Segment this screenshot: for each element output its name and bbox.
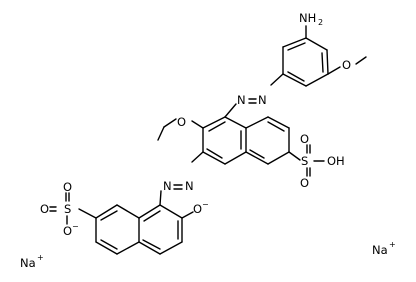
atom-sulfonate-s: S [64, 202, 71, 216]
counterion-sodium-right: Na [372, 243, 388, 257]
atom-azo-upper-n2: N [237, 93, 246, 107]
counterion-sodium-left-charge: + [37, 253, 44, 262]
counterion-sodium-right-charge: + [389, 240, 396, 249]
atom-labels: NH 2 O N N O S O O OH N N O − S O O O − … [20, 11, 396, 270]
atom-amine-n: NH [299, 11, 316, 25]
atom-azo-lower-n1: N [185, 179, 194, 193]
atom-sulfonic-o-bottom: O [300, 176, 309, 190]
atom-phenoxide-o: O [193, 202, 202, 216]
atom-phenoxide-charge: − [202, 200, 209, 209]
atom-sulfonic-s: S [301, 154, 308, 168]
atom-sulfonate-o-top: O [63, 180, 72, 194]
counterion-sodium-left: Na [20, 256, 36, 270]
atom-sulfonic-o-top: O [300, 132, 309, 146]
atom-sulfonic-oh: OH [327, 154, 345, 168]
atom-sulfonate-o-left: O [40, 202, 49, 216]
atom-sulfonate-charge: − [72, 222, 79, 231]
bond-lines [49, 25, 367, 255]
atom-sulfonate-o-bottom: O [63, 224, 72, 238]
atom-methoxy-o: O [342, 58, 351, 72]
atom-azo-upper-n1: N [258, 93, 267, 107]
atom-amine-subscript: 2 [318, 18, 323, 27]
atom-ethoxy-o: O [177, 115, 186, 129]
atom-azo-lower-n2: N [163, 179, 172, 193]
